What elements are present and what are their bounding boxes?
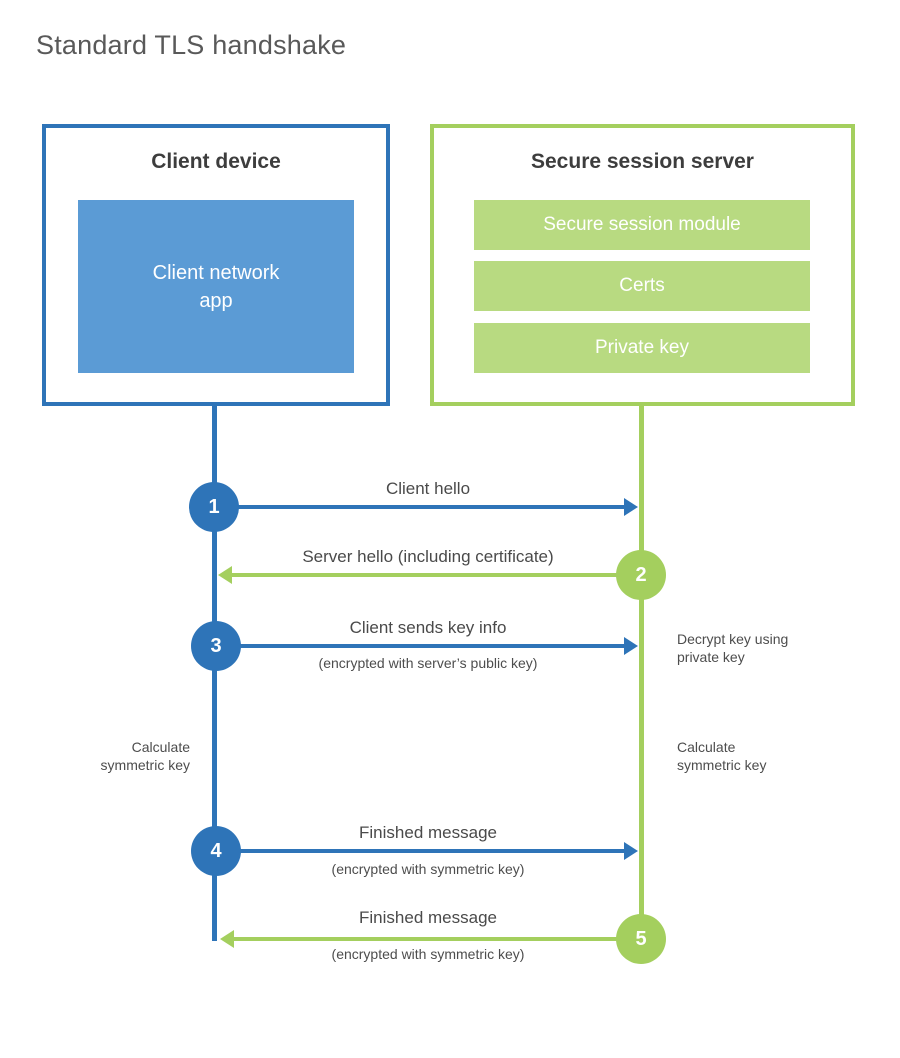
server-module-label: Private key: [595, 337, 689, 358]
note-calculate-symmetric-key-server: Calculate symmetric key: [677, 739, 767, 773]
arrow-finished-server: [234, 937, 641, 941]
note-calculate-symmetric-key-client: Calculate symmetric key: [100, 739, 190, 773]
step-circle-2: 2: [616, 550, 666, 600]
client-network-app-label: Client network app: [152, 261, 280, 312]
client-lifeline: [212, 404, 217, 941]
server-lifeline: [639, 404, 644, 939]
server-module-bar: Private key: [474, 323, 810, 373]
step-circle-3: 3: [191, 621, 241, 671]
step-number: 1: [208, 495, 220, 518]
message-label: Server hello (including certificate): [302, 547, 554, 566]
message-label: Client hello: [385, 479, 471, 498]
arrow-finished-client: [216, 849, 624, 853]
page-title: Standard TLS handshake: [36, 30, 347, 60]
client-network-app-box: Client network app: [78, 200, 354, 373]
step-circle-5: 5: [616, 914, 666, 964]
client-device-box: Client device Client network app: [42, 124, 390, 406]
arrowhead-right-icon: [624, 498, 638, 516]
arrowhead-left-icon: [220, 930, 234, 948]
arrowhead-left-icon: [218, 566, 232, 584]
message-sub-label: (encrypted with server’s public key): [318, 655, 538, 671]
message-label: Client sends key info: [349, 618, 507, 637]
server-module-label: Certs: [619, 275, 665, 296]
arrowhead-right-icon: [624, 637, 638, 655]
arrowhead-right-icon: [624, 842, 638, 860]
message-label: Finished message: [359, 823, 497, 842]
server-module-label: Secure session module: [543, 214, 741, 235]
step-number: 4: [210, 839, 222, 862]
secure-session-server-title: Secure session server: [531, 150, 754, 173]
message-sub-label: (encrypted with symmetric key): [331, 861, 525, 877]
note-decrypt-key: Decrypt key using private key: [677, 631, 789, 665]
client-device-title: Client device: [151, 150, 281, 173]
step-circle-4: 4: [191, 826, 241, 876]
arrow-client-key-info: [216, 644, 624, 648]
arrow-server-hello: [232, 573, 641, 577]
message-label: Finished message: [359, 908, 497, 927]
arrow-client-hello: [214, 505, 626, 509]
message-sub-label: (encrypted with symmetric key): [331, 946, 525, 962]
secure-session-server-box: Secure session server Secure session mod…: [430, 124, 855, 406]
server-module-bar: Secure session module: [474, 200, 810, 250]
step-number: 2: [635, 563, 647, 586]
step-circle-1: 1: [189, 482, 239, 532]
step-number: 3: [210, 634, 222, 657]
server-module-bar: Certs: [474, 261, 810, 311]
step-number: 5: [635, 927, 647, 950]
